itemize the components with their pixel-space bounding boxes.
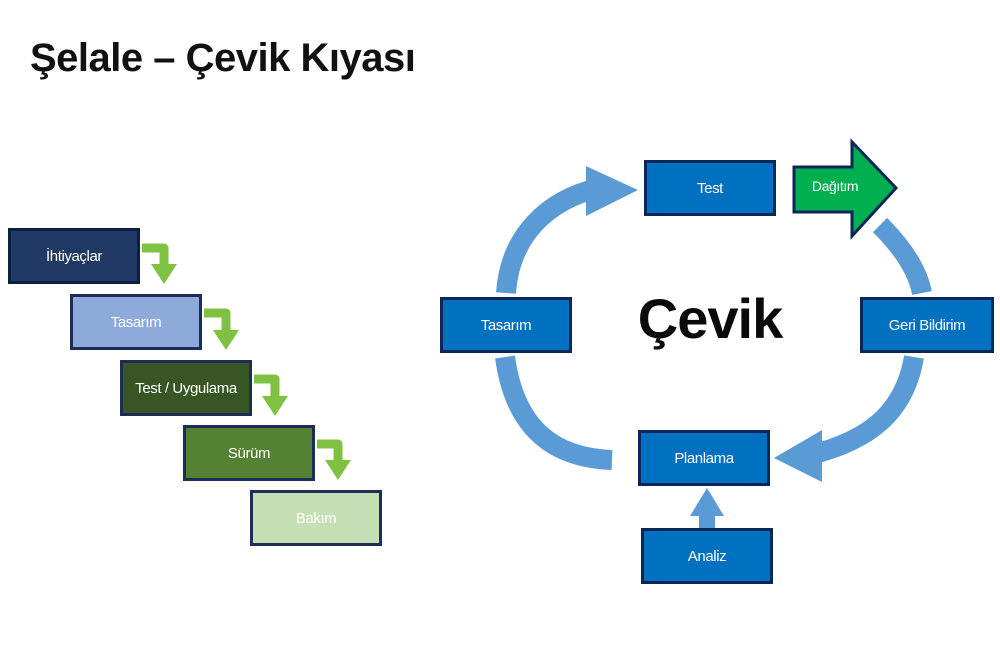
waterfall-step-requirements: İhtiyaçlar <box>8 228 140 284</box>
cycle-arrow-planning-to-design <box>495 355 613 470</box>
waterfall-arrow-4 <box>317 439 343 462</box>
waterfall-arrowhead-1 <box>151 264 177 284</box>
waterfall-arrow-3 <box>254 374 280 398</box>
deploy-arrow-shape <box>792 138 899 240</box>
agile-step-feedback: Geri Bildirim <box>860 297 994 353</box>
agile-center-label: Çevik <box>637 287 783 350</box>
agile-step-deploy: Dağıtım <box>811 178 859 194</box>
waterfall-arrowhead-4 <box>325 460 351 480</box>
waterfall-step-release: Sürüm <box>183 425 315 481</box>
cycle-arrow-design-to-test <box>496 178 601 294</box>
waterfall-step-test-implementation: Test / Uygulama <box>120 360 252 416</box>
agile-step-test: Test <box>644 160 776 216</box>
page-title: Şelale – Çevik Kıyası <box>30 36 416 80</box>
waterfall-arrow-1 <box>142 243 169 266</box>
cycle-arrow-deploy-to-feedback <box>872 217 932 296</box>
agile-step-planning: Planlama <box>638 430 770 486</box>
agile-step-analysis: Analiz <box>641 528 773 584</box>
waterfall-step-maintenance: Bakım <box>250 490 382 546</box>
waterfall-arrowhead-2 <box>213 330 239 350</box>
waterfall-arrowhead-3 <box>262 396 288 416</box>
cycle-arrowhead-test <box>586 166 638 216</box>
analysis-to-planning-shaft <box>699 512 715 530</box>
agile-step-design: Tasarım <box>440 297 572 353</box>
waterfall-arrow-2 <box>204 308 231 332</box>
cycle-arrowhead-planning <box>774 430 822 482</box>
waterfall-step-design: Tasarım <box>70 294 202 350</box>
cycle-arrow-feedback-to-planning <box>807 355 924 465</box>
cycle-arrowhead-analysis <box>690 488 724 516</box>
